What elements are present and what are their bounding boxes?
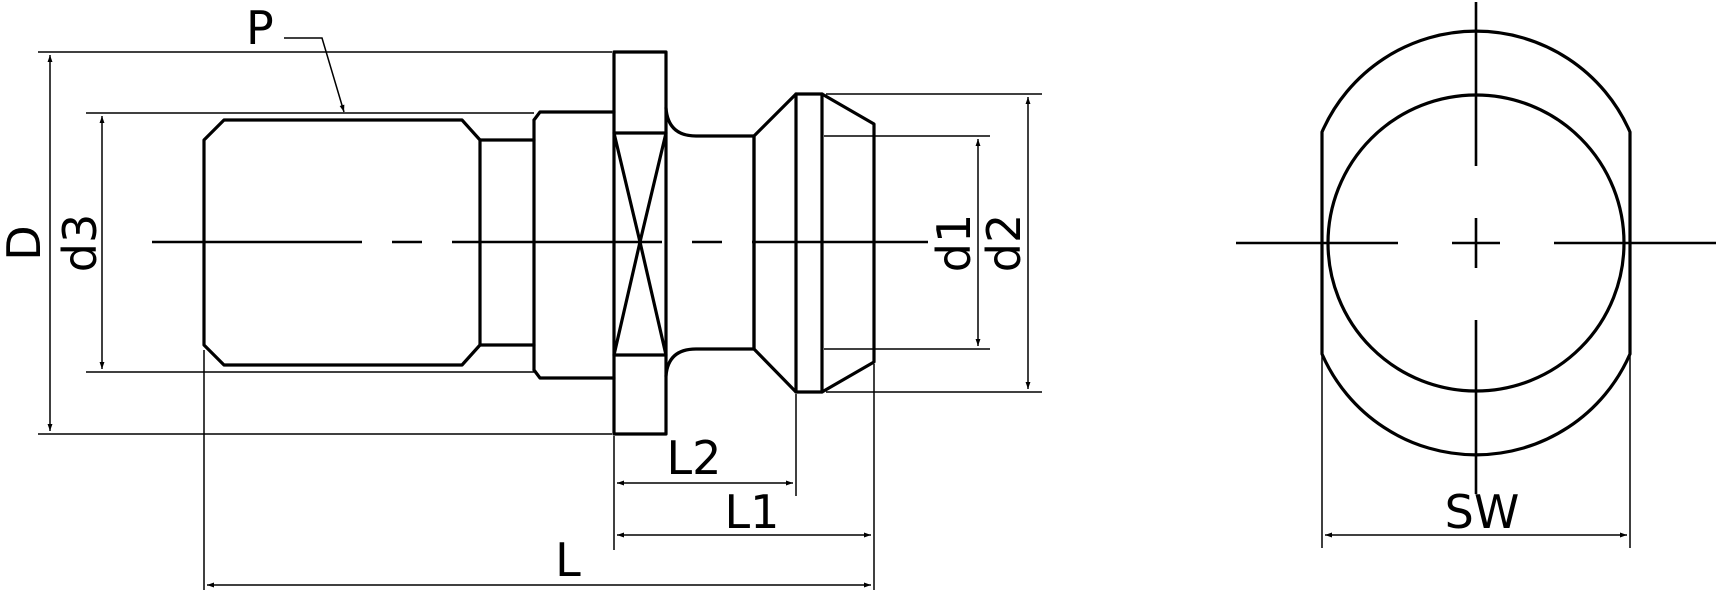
- label-d3: d3: [53, 214, 107, 272]
- end-view: SW: [1236, 2, 1716, 548]
- label-d2: d2: [977, 214, 1031, 272]
- hex-flange: [612, 50, 668, 436]
- label-P: P: [246, 1, 274, 55]
- label-L1: L1: [725, 485, 780, 539]
- side-view: [152, 50, 928, 436]
- hex-outline: [1320, 29, 1632, 457]
- leader-P: [284, 37, 345, 113]
- collar: [532, 110, 616, 380]
- label-SW: SW: [1445, 485, 1520, 539]
- neck: [664, 106, 756, 378]
- label-D: D: [0, 225, 51, 260]
- thread-relief: [478, 138, 536, 347]
- head: [752, 92, 876, 394]
- label-L: L: [555, 533, 581, 587]
- side-dimensions: P D d3 d1 d2 L2 L1 L: [0, 1, 1042, 590]
- head-edges: [752, 92, 824, 394]
- label-L2: L2: [667, 431, 722, 485]
- sw-extension-lines: [1321, 356, 1631, 548]
- extension-lines: [38, 51, 1042, 590]
- label-d1: d1: [927, 214, 981, 272]
- hex-flange-faces: [612, 131, 668, 357]
